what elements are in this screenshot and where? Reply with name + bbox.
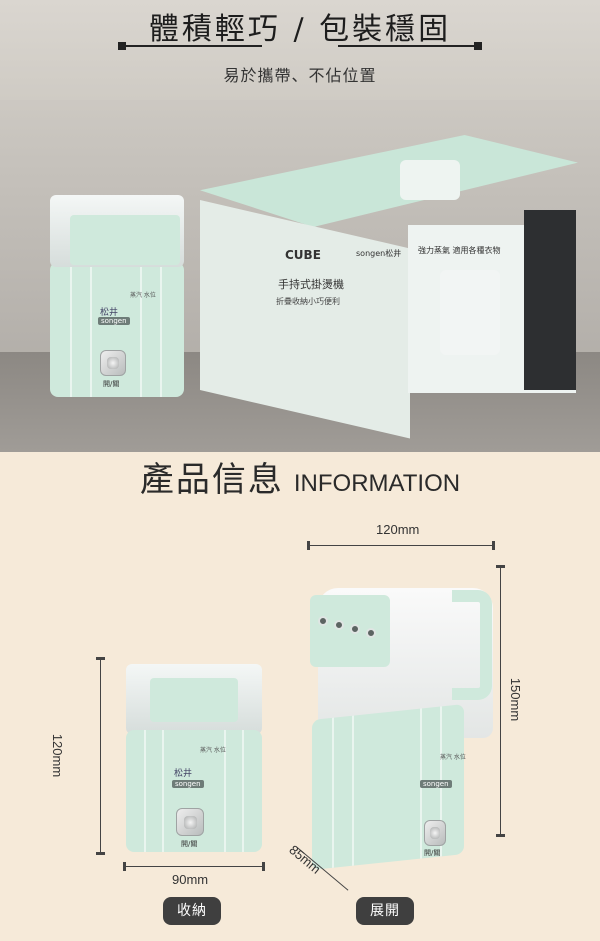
device-switch-label: 開/關 [103, 380, 120, 388]
expanded-width-cap-right [492, 541, 495, 550]
folded-height-label: 120mm [50, 733, 66, 778]
folded-handle [150, 678, 238, 722]
device-brand-en: songen [98, 317, 130, 325]
steam-vent-icon [366, 628, 376, 638]
box-product-zh: 手持式掛燙機 [278, 278, 344, 291]
box-subtitle: 折疊收納小巧便利 [276, 297, 340, 306]
steam-vent-icon [334, 620, 344, 630]
expanded-height-line [500, 566, 501, 836]
folded-width-cap-right [262, 862, 265, 871]
headline: 體積輕巧 / 包裝穩固 [148, 12, 452, 47]
headline-rule-left [122, 45, 262, 47]
steam-vent-icon [350, 624, 360, 634]
folded-height-line [100, 658, 101, 854]
folded-height-cap-bottom [96, 852, 105, 855]
folded-height-cap-top [96, 657, 105, 660]
device-brand: 松井 [100, 308, 119, 318]
expanded-width-label: 120mm [376, 522, 420, 537]
expanded-side-note: 蒸汽 水位 [440, 754, 466, 761]
folded-side-note: 蒸汽 水位 [200, 747, 226, 754]
title-band [0, 0, 600, 100]
folded-brand-en: songen [172, 780, 204, 788]
folded-width-line [124, 866, 264, 867]
rule-dot-left [118, 42, 126, 50]
expanded-handle [452, 590, 492, 700]
device-side-note: 蒸汽 水位 [130, 292, 156, 299]
device-body [50, 262, 184, 397]
expanded-brand-en: songen [420, 780, 452, 788]
steam-vent-icon [318, 616, 328, 626]
expanded-height-cap-top [496, 565, 505, 568]
rule-dot-right [474, 42, 482, 50]
device-handle [70, 215, 180, 265]
expanded-width-line [308, 545, 494, 546]
folded-dial-icon [176, 808, 204, 836]
info-title: 產品信息 INFORMATION [0, 452, 600, 501]
expanded-height-cap-bottom [496, 834, 505, 837]
info-title-zh: 產品信息 [139, 460, 284, 500]
device-dial-icon [100, 350, 126, 376]
box-product-name: CUBE [285, 248, 321, 262]
folded-label-pill: 收納 [163, 897, 221, 925]
expanded-width-cap-left [307, 541, 310, 550]
folded-brand: 松井 [174, 769, 193, 779]
folded-switch-label: 開/關 [181, 840, 198, 848]
folded-width-label: 90mm [172, 872, 209, 887]
expanded-label-pill: 展開 [356, 897, 414, 925]
expanded-height-label: 150mm [508, 677, 524, 722]
expanded-switch-label: 開/關 [424, 849, 441, 857]
product-photo-banner: 體積輕巧 / 包裝穩固 易於攜帶、不佔位置 CUBE 手持式掛燙機 折疊收納小巧… [0, 0, 600, 452]
box-device-image [440, 270, 500, 355]
box-dark-stripe [524, 210, 576, 390]
box-brand: songen松井 [356, 249, 402, 258]
folded-width-cap-left [123, 862, 126, 871]
subtitle: 易於攜帶、不佔位置 [223, 66, 377, 85]
expanded-dial-icon [424, 820, 446, 846]
box-product-image [400, 160, 460, 200]
headline-rule-right [338, 45, 478, 47]
info-title-en: INFORMATION [293, 470, 461, 497]
box-tagline: 強力蒸氣 適用各種衣物 [418, 246, 501, 255]
